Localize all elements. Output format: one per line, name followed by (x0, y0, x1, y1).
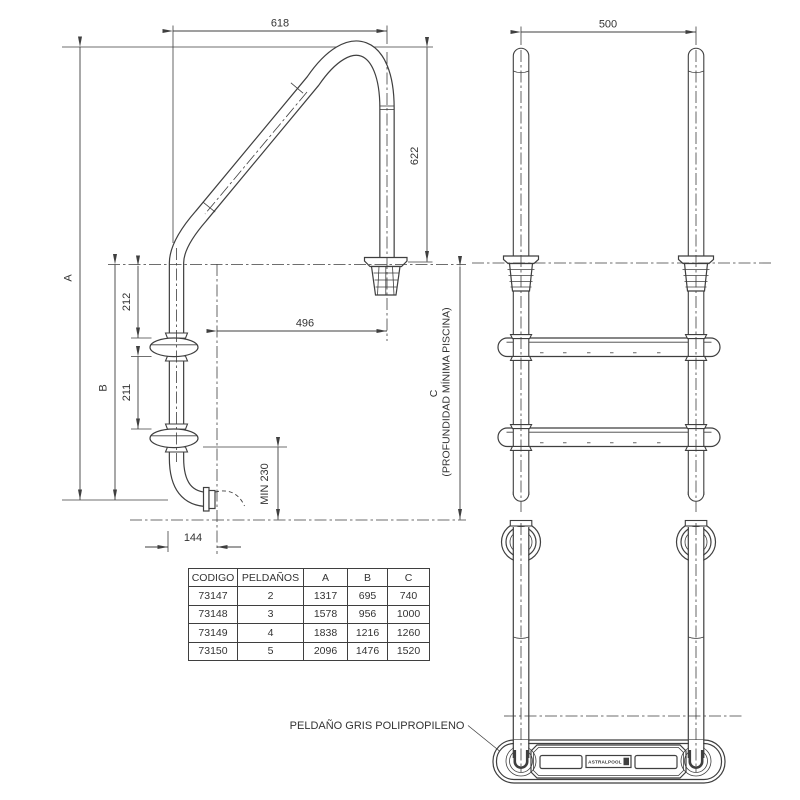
dim-C: C (PROFUNDIDAD MÍNIMA PISCINA) (428, 256, 462, 520)
dim-144: 144 (145, 531, 241, 552)
cell-b: 1216 (347, 623, 388, 643)
front-wall-flanges (500, 519, 717, 563)
table-row: 73147 2 1317 695 740 (188, 586, 430, 606)
dim-500-label: 500 (599, 19, 617, 31)
col-header-a: A (303, 568, 348, 587)
table-row: 73150 5 2096 1476 1520 (188, 641, 430, 661)
cell-a: 1578 (303, 604, 348, 624)
cell-codigo: 73147 (188, 586, 238, 606)
dim-B: B (98, 254, 117, 500)
brand-logo: ASTRALPOOL (585, 754, 632, 769)
cell-peldanos: 2 (237, 586, 304, 606)
cell-codigo: 73150 (188, 641, 238, 661)
dim-496-label: 496 (296, 318, 314, 330)
dim-C-label: C (428, 389, 440, 397)
cell-peldanos: 5 (237, 641, 304, 661)
table-row: 73149 4 1838 1216 1260 (188, 623, 430, 643)
col-header-b: B (347, 568, 388, 587)
cell-peldanos: 3 (237, 604, 304, 624)
step-grip-left (539, 754, 583, 770)
table-row: 73148 3 1578 956 1000 (188, 604, 430, 624)
side-step-2 (149, 428, 199, 449)
side-step-1 (149, 337, 199, 358)
cell-c: 1520 (387, 641, 430, 661)
dim-618: 618 (162, 18, 388, 243)
col-header-codigo: CODIGO (188, 568, 238, 587)
col-header-c: C (387, 568, 430, 587)
seam-diagonal (290, 82, 304, 94)
side-wall-flange (202, 486, 245, 512)
dim-min230: MIN 230 (203, 437, 287, 520)
cell-peldanos: 4 (237, 623, 304, 643)
dim-144-label: 144 (184, 532, 202, 544)
brand-logo-text: ASTRALPOOL (588, 760, 622, 765)
front-lower-tubes (512, 527, 705, 742)
table-header-row: CODIGO PELDAÑOS A B C (188, 568, 430, 587)
dim-212-label: 212 (121, 293, 133, 311)
step-grip-right (634, 754, 678, 770)
cell-c: 1000 (387, 604, 430, 624)
front-view: ASTRALPOOL (472, 47, 774, 784)
col-header-peldanos: PELDAÑOS (237, 568, 304, 587)
spec-table: CODIGO PELDAÑOS A B C 73147 2 1317 695 7… (188, 568, 430, 661)
annotation-text: PELDAÑO GRIS POLIPROPILENO (290, 719, 465, 732)
dimensions: 618 500 622 A B 212 (63, 18, 697, 552)
dim-B-label: B (98, 384, 110, 391)
annotation-step-material: PELDAÑO GRIS POLIPROPILENO (290, 719, 500, 752)
dim-211: 211 (121, 346, 152, 430)
front-step-2 (497, 427, 721, 448)
brand-logo-mark (623, 757, 629, 766)
leader-line (467, 725, 500, 752)
dim-C-note: (PROFUNDIDAD MÍNIMA PISCINA) (440, 307, 453, 476)
side-deck-anchor (363, 256, 408, 296)
step2-collar-top (164, 423, 189, 430)
cell-b: 1476 (347, 641, 388, 661)
side-view (62, 40, 466, 554)
cell-a: 1317 (303, 586, 348, 606)
cell-b: 695 (347, 586, 388, 606)
seam-bend (202, 201, 216, 213)
cell-b: 956 (347, 604, 388, 624)
dim-500: 500 (510, 19, 697, 45)
cell-a: 2096 (303, 641, 348, 661)
diagonal-centerline (204, 91, 308, 215)
dim-618-label: 618 (271, 18, 289, 30)
dim-496: 496 (206, 318, 387, 333)
dim-min230-label: MIN 230 (259, 463, 271, 505)
dim-622: 622 (408, 37, 433, 263)
front-bottom-step: ASTRALPOOL (492, 739, 726, 784)
dim-211-label: 211 (121, 384, 133, 402)
dim-A-label: A (63, 274, 75, 282)
svg-text:C (PROFUNDIDAD MÍNIMA: C (PROFUNDIDAD MÍNIMA PISCINA) (428, 307, 453, 476)
dim-A: A (63, 36, 82, 500)
step-center-panel (530, 744, 687, 779)
tube-end-cap-right (688, 750, 704, 769)
dim-622-label: 622 (409, 147, 421, 165)
hidden-tube-continuation (214, 490, 245, 507)
cell-c: 740 (387, 586, 430, 606)
tube-end-cap-left (513, 750, 529, 769)
cell-c: 1260 (387, 623, 430, 643)
cell-codigo: 73149 (188, 623, 238, 643)
cell-codigo: 73148 (188, 604, 238, 624)
front-step-1 (497, 337, 721, 358)
dim-212: 212 (121, 255, 152, 339)
cell-a: 1838 (303, 623, 348, 643)
